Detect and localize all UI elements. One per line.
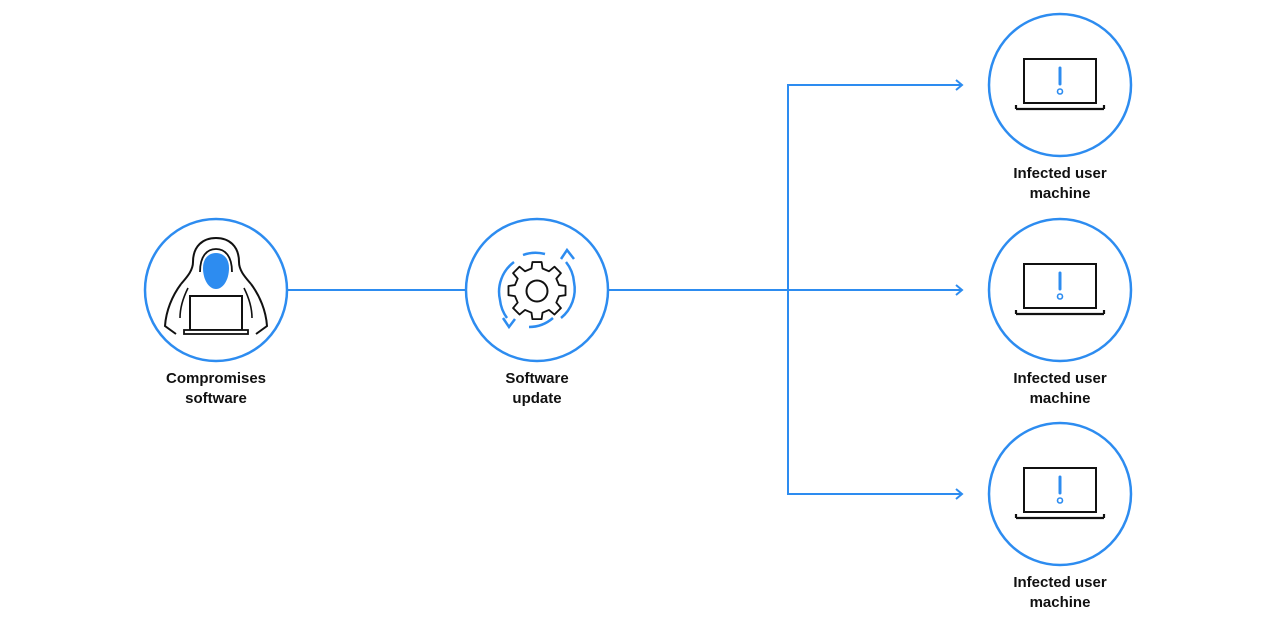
machine-2-label-line1: Infected user [1013,370,1107,387]
machine-2-label-line2: machine [1029,390,1091,407]
attacker-node [143,217,289,363]
arrow-to-machine-1 [787,79,964,91]
machine-node-2 [987,217,1133,363]
attacker-label: Compromises software [116,369,316,409]
machine-3-label-line2: machine [1029,594,1091,611]
machine-2-label: Infected user machine [960,369,1160,409]
hacker-icon [163,236,269,335]
machine-1-label-line1: Infected user [1013,165,1107,182]
machine-node-3 [987,421,1133,567]
machine-3-label-line1: Infected user [1013,574,1107,591]
update-label: Software update [437,369,637,409]
arrow-to-machine-2 [788,284,964,296]
update-node [464,217,610,363]
attacker-label-line1: Compromises [165,370,267,387]
arrow-to-machine-3 [787,488,964,500]
update-label-line2: update [512,390,562,407]
update-label-line1: Software [505,370,569,387]
machine-1-label-line2: machine [1029,185,1091,202]
gear-sync-icon [497,247,576,330]
machine-1-label: Infected user machine [960,164,1160,204]
machine-node-1 [987,12,1133,158]
attacker-label-line2: software [185,390,247,407]
machine-3-label: Infected user machine [960,573,1160,613]
